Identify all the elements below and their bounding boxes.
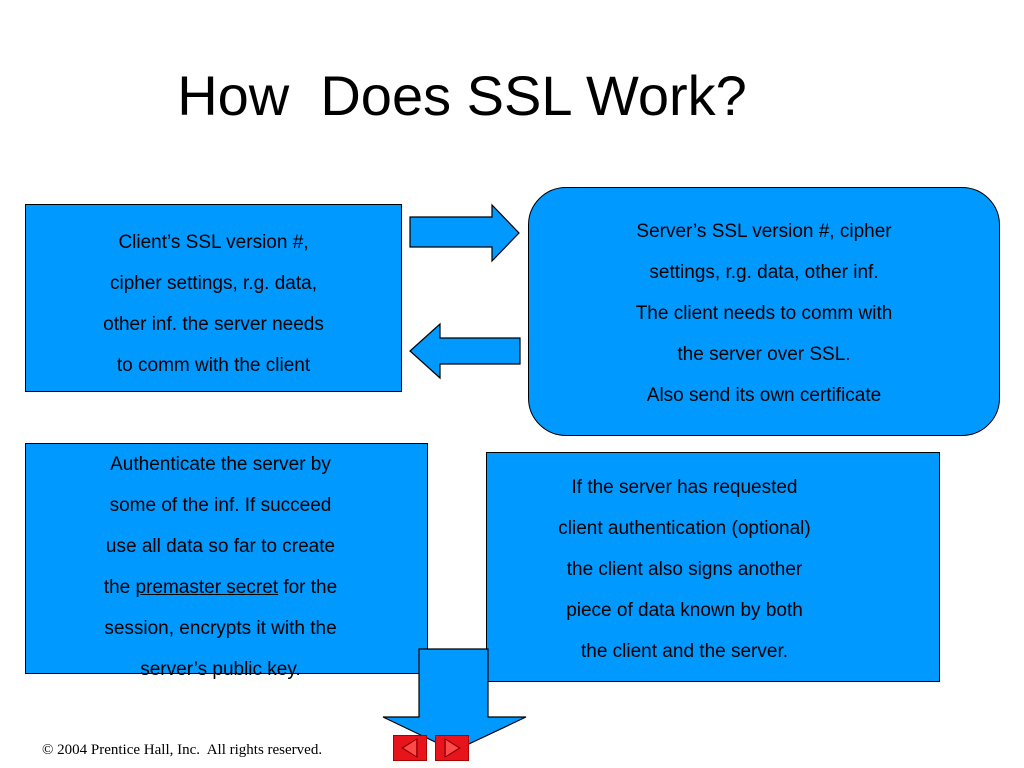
client-hello-line: other inf. the server needs xyxy=(103,314,324,335)
authenticate-line: Authenticate the server by xyxy=(110,454,331,475)
text-prefix: the xyxy=(103,577,136,598)
triangle-left-icon xyxy=(401,738,418,758)
server-hello-line: the server over SSL. xyxy=(677,344,851,365)
client-hello-line: Client’s SSL version #, xyxy=(118,232,309,253)
client-auth-line: If the server has requested xyxy=(571,477,798,498)
client-hello-box: Client’s SSL version #, cipher settings,… xyxy=(25,204,402,392)
triangle-right-icon xyxy=(444,738,461,758)
client-authentication-box: If the server has requested client authe… xyxy=(486,452,940,682)
authenticate-line: server’s public key. xyxy=(140,659,301,680)
client-hello-line: to comm with the client xyxy=(116,355,311,376)
client-auth-line: client authentication (optional) xyxy=(558,518,811,539)
previous-slide-button[interactable] xyxy=(393,735,427,761)
authenticate-line: use all data so far to create xyxy=(105,536,336,557)
arrow-left-icon xyxy=(409,322,521,380)
arrow-right-icon xyxy=(409,203,520,263)
client-auth-line: piece of data known by both xyxy=(566,600,803,621)
arrow-down-icon xyxy=(382,648,527,752)
server-hello-line: Server’s SSL version #, cipher xyxy=(636,221,892,242)
copyright-footer: © 2004 Prentice Hall, Inc. All rights re… xyxy=(42,742,323,758)
client-auth-line: the client and the server. xyxy=(580,641,788,662)
client-hello-line: cipher settings, r.g. data, xyxy=(109,273,317,294)
server-hello-box: Server’s SSL version #, cipher settings,… xyxy=(528,187,1000,436)
authenticate-line: some of the inf. If succeed xyxy=(109,495,332,516)
slide-title: How Does SSL Work? xyxy=(177,64,747,127)
authenticate-server-box: Authenticate the server by some of the i… xyxy=(25,443,428,680)
authenticate-line: session, encrypts it with the xyxy=(104,618,337,639)
premaster-secret-term: premaster secret xyxy=(135,577,279,598)
client-auth-line: the client also signs another xyxy=(566,559,803,580)
text-suffix: for the xyxy=(278,577,338,598)
authenticate-line-premaster: the premaster secret for the xyxy=(14,567,427,608)
server-hello-line: settings, r.g. data, other inf. xyxy=(649,262,879,283)
server-hello-line: The client needs to comm with xyxy=(635,303,893,324)
server-hello-line: Also send its own certificate xyxy=(646,385,882,406)
next-slide-button[interactable] xyxy=(435,735,469,761)
